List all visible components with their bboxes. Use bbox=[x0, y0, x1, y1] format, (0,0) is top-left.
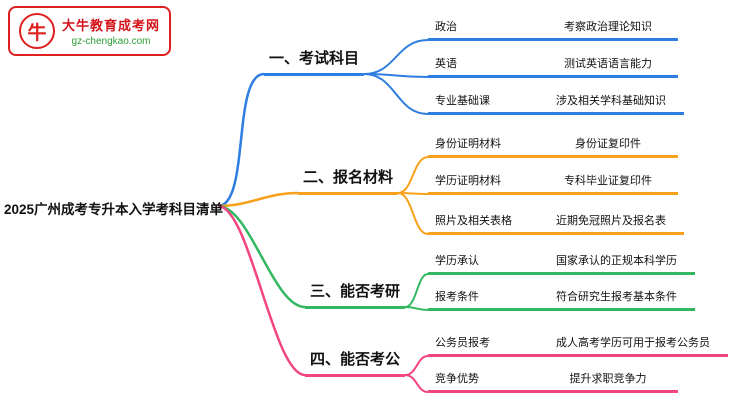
leaf-connector bbox=[528, 174, 538, 196]
leaf-connector bbox=[528, 336, 538, 358]
leaf-connector bbox=[528, 290, 538, 312]
leaf-detail: 国家承认的正规本科学历 bbox=[538, 254, 695, 276]
leaf-connector bbox=[528, 137, 538, 159]
leaf-topic: 专业基础课 bbox=[428, 94, 528, 116]
leaf-topic: 身份证明材料 bbox=[428, 137, 528, 159]
leaf-row: 学历证明材料 专科毕业证复印件 bbox=[428, 174, 678, 196]
leaf-row: 政治 考察政治理论知识 bbox=[428, 20, 678, 42]
leaf-detail: 近期免冠照片及报名表 bbox=[538, 214, 684, 236]
leaf-row: 身份证明材料 身份证复印件 bbox=[428, 137, 678, 159]
leaf-detail: 身份证复印件 bbox=[538, 137, 678, 159]
leaf-connector bbox=[528, 57, 538, 79]
leaf-topic: 报考条件 bbox=[428, 290, 528, 312]
branch-exam-subjects: 一、考试科目 bbox=[264, 49, 364, 76]
leaf-row: 照片及相关表格 近期免冠照片及报名表 bbox=[428, 214, 684, 236]
leaf-detail: 涉及相关学科基础知识 bbox=[538, 94, 684, 116]
leaf-detail: 符合研究生报考基本条件 bbox=[538, 290, 695, 312]
leaf-connector bbox=[528, 214, 538, 236]
branch-civil-service-eligibility: 四、能否考公 bbox=[305, 350, 405, 377]
leaf-row: 学历承认 国家承认的正规本科学历 bbox=[428, 254, 695, 276]
branch-postgrad-eligibility: 三、能否考研 bbox=[305, 282, 405, 309]
leaf-topic: 公务员报考 bbox=[428, 336, 528, 358]
leaf-row: 公务员报考 成人高考学历可用于报考公务员 bbox=[428, 336, 728, 358]
brand-name: 大牛教育成考网 bbox=[62, 18, 161, 33]
leaf-detail: 成人高考学历可用于报考公务员 bbox=[538, 336, 728, 358]
brand-logo: 牛 大牛教育成考网 gz-chengkao.com bbox=[8, 6, 172, 56]
leaf-topic: 竞争优势 bbox=[428, 372, 528, 394]
bull-icon: 牛 bbox=[19, 13, 55, 49]
leaf-row: 英语 测试英语语言能力 bbox=[428, 57, 678, 79]
root-topic: 2025广州成考专升本入学考科目清单 bbox=[4, 202, 224, 217]
leaf-detail: 专科毕业证复印件 bbox=[538, 174, 678, 196]
leaf-row: 报考条件 符合研究生报考基本条件 bbox=[428, 290, 695, 312]
leaf-connector bbox=[528, 372, 538, 394]
leaf-detail: 考察政治理论知识 bbox=[538, 20, 678, 42]
brand-domain: gz-chengkao.com bbox=[71, 36, 151, 47]
leaf-topic: 学历承认 bbox=[428, 254, 528, 276]
leaf-row: 竞争优势 提升求职竞争力 bbox=[428, 372, 678, 394]
leaf-detail: 测试英语语言能力 bbox=[538, 57, 678, 79]
leaf-connector bbox=[528, 254, 538, 276]
leaf-topic: 照片及相关表格 bbox=[428, 214, 528, 236]
branch-application-materials: 二、报名材料 bbox=[298, 168, 398, 195]
leaf-topic: 学历证明材料 bbox=[428, 174, 528, 196]
leaf-topic: 政治 bbox=[428, 20, 528, 42]
leaf-connector bbox=[528, 20, 538, 42]
leaf-topic: 英语 bbox=[428, 57, 528, 79]
leaf-connector bbox=[528, 94, 538, 116]
leaf-detail: 提升求职竞争力 bbox=[538, 372, 678, 394]
leaf-row: 专业基础课 涉及相关学科基础知识 bbox=[428, 94, 684, 116]
